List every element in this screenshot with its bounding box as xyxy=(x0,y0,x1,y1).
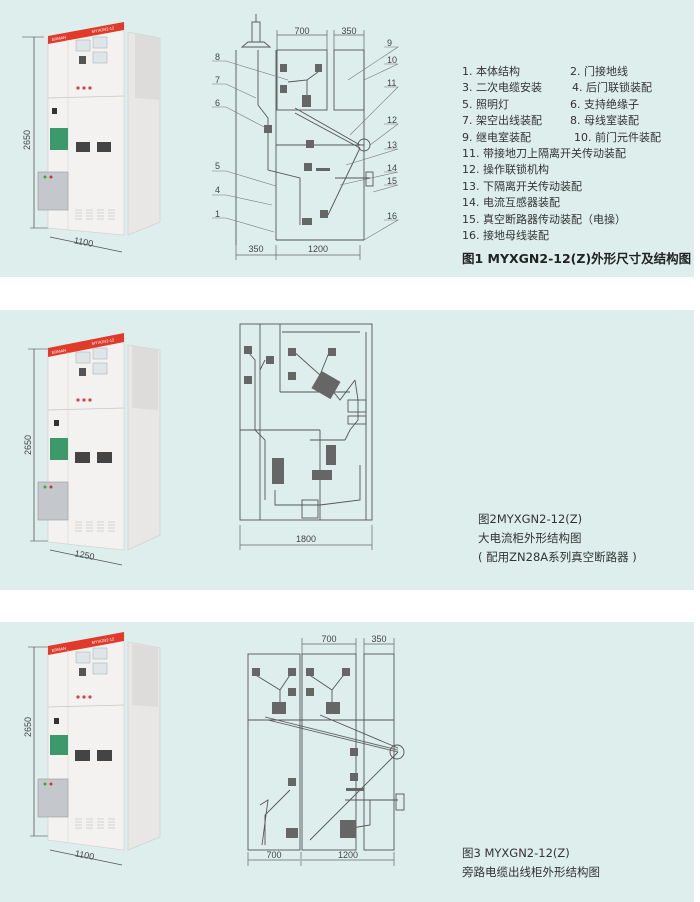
legend-item: 11. 带接地刀上隔离开关传动装配 xyxy=(462,146,626,160)
legend-row: 16. 接地母线装配 xyxy=(462,228,694,244)
legend-item: 2. 门接地线 xyxy=(570,65,628,78)
legend-row: 12. 操作联锁机构 xyxy=(462,162,694,178)
parts-legend: 1. 本体结构 2. 门接地线 3. 二次电缆安装 4. 后门联锁装配 5. 照明灯… xyxy=(462,64,694,244)
dim-bottom-350: 350 xyxy=(248,244,263,254)
legend-row: 13. 下隔离开关传动装配 xyxy=(462,179,694,195)
dim-top-350: 350 xyxy=(371,634,386,644)
figure-3-caption: 图3 MYXGN2-12(Z) 旁路电缆出线柜外形结构图 xyxy=(462,844,600,882)
legend-item: 6. 支持绝缘子 xyxy=(570,97,639,111)
legend-item: 7. 架空出线装配 xyxy=(462,114,542,128)
cabinet-photo-1: 2650 ERMAN MYXGN2-12 xyxy=(22,22,161,253)
figure-1-panel: 2650 ERMAN MYXGN2-12 xyxy=(0,0,694,277)
callout-11: 11 xyxy=(387,78,396,88)
width-dim-label: 1250 xyxy=(74,548,96,562)
caption-line: ( 配用ZN28A系列真空断路器 ) xyxy=(478,550,637,564)
brand-header-band xyxy=(48,22,124,44)
height-dim-label: 2650 xyxy=(23,435,33,455)
height-dim-label: 2650 xyxy=(22,130,32,150)
legend-item: 12. 操作联锁机构 xyxy=(462,163,549,177)
legend-row: 5. 照明灯 6. 支持绝缘子 xyxy=(462,97,694,113)
legend-item: 15. 真空断路器传动装配（电操） xyxy=(462,212,626,226)
structure-drawing-3: 700 350 700 1200 xyxy=(247,634,405,866)
dim-top-700: 700 xyxy=(294,26,309,36)
legend-item: 8. 母线室装配 xyxy=(570,114,639,128)
callout-8: 8 xyxy=(215,52,220,62)
width-dim-label: 1100 xyxy=(74,848,95,862)
callout-5: 5 xyxy=(215,161,220,171)
legend-row: 11. 带接地刀上隔离开关传动装配 xyxy=(462,146,694,162)
legend-item: 14. 电流互感器装配 xyxy=(462,196,560,210)
legend-item: 10. 前门元件装配 xyxy=(574,130,661,144)
figure-3-panel: 2650 ERMAN MYXGN2-12 1100 xyxy=(0,622,694,902)
callout-16: 16 xyxy=(387,211,397,221)
callout-6: 6 xyxy=(215,98,220,108)
dim-top-700: 700 xyxy=(321,634,336,644)
callout-13: 13 xyxy=(387,140,397,150)
model-label: MYXGN2-12 xyxy=(91,337,115,346)
callout-15: 15 xyxy=(387,176,397,186)
dim-bottom-1800: 1800 xyxy=(296,534,316,544)
legend-row: 1. 本体结构 2. 门接地线 xyxy=(462,64,694,80)
legend-item: 13. 下隔离开关传动装配 xyxy=(462,179,582,193)
callout-12: 12 xyxy=(387,115,397,125)
cabinet-photo-3: 2650 ERMAN MYXGN2-12 1100 xyxy=(23,632,161,866)
model-label: MYXGN2-12 xyxy=(91,25,115,34)
figure-2-panel: 2650 ERMAN MYXGN2-12 1250 xyxy=(0,310,694,590)
legend-row: 7. 架空出线装配 8. 母线室装配 xyxy=(462,113,694,129)
legend-item: 9. 继电室装配 xyxy=(462,130,531,144)
callout-4: 4 xyxy=(215,185,220,195)
legend-item: 16. 接地母线装配 xyxy=(462,228,549,242)
legend-row: 14. 电流互感器装配 xyxy=(462,195,694,211)
figure-1-caption: 图1 MYXGN2-12(Z)外形尺寸及结构图 xyxy=(462,251,692,266)
model-label: MYXGN2-12 xyxy=(91,636,115,645)
structure-drawing-2: 1800 xyxy=(239,323,373,550)
caption-line: 大电流柜外形结构图 xyxy=(478,531,582,545)
caption-line: 旁路电缆出线柜外形结构图 xyxy=(462,865,600,879)
dim-bottom-1200: 1200 xyxy=(308,244,328,254)
dim-bottom-700: 700 xyxy=(266,850,281,860)
dim-top-350: 350 xyxy=(341,26,356,36)
brand-label: ERMAN xyxy=(51,35,66,42)
callout-9: 9 xyxy=(387,38,392,48)
height-dim-label: 2650 xyxy=(23,717,33,737)
structure-drawing-1: 700 350 350 1200 1 4 5 6 7 8 xyxy=(212,14,400,260)
legend-row: 15. 真空断路器传动装配（电操） xyxy=(462,212,694,228)
brand-label: ERMAN xyxy=(51,348,66,355)
legend-item: 5. 照明灯 xyxy=(462,97,509,111)
callout-7: 7 xyxy=(215,75,220,85)
width-dim-label: 1100 xyxy=(73,235,94,249)
callout-14: 14 xyxy=(387,163,397,173)
figure-2-caption: 图2MYXGN2-12(Z) 大电流柜外形结构图 ( 配用ZN28A系列真空断路… xyxy=(478,510,637,567)
callout-10: 10 xyxy=(387,55,397,65)
legend-item: 3. 二次电缆安装 xyxy=(462,81,542,95)
caption-line: 图2MYXGN2-12(Z) xyxy=(478,512,583,526)
legend-item: 1. 本体结构 xyxy=(462,65,520,78)
legend-item: 4. 后门联锁装配 xyxy=(572,81,652,95)
cabinet-photo-2: 2650 ERMAN MYXGN2-12 1250 xyxy=(23,333,161,566)
dim-bottom-1200: 1200 xyxy=(338,850,358,860)
legend-row: 3. 二次电缆安装 4. 后门联锁装配 xyxy=(462,80,694,96)
legend-row: 9. 继电室装配 10. 前门元件装配 xyxy=(462,130,694,146)
caption-line: 图3 MYXGN2-12(Z) xyxy=(462,846,570,860)
brand-header-band xyxy=(48,333,124,357)
brand-header-band xyxy=(48,632,124,655)
callout-1: 1 xyxy=(215,209,220,219)
brand-label: ERMAN xyxy=(51,646,66,653)
